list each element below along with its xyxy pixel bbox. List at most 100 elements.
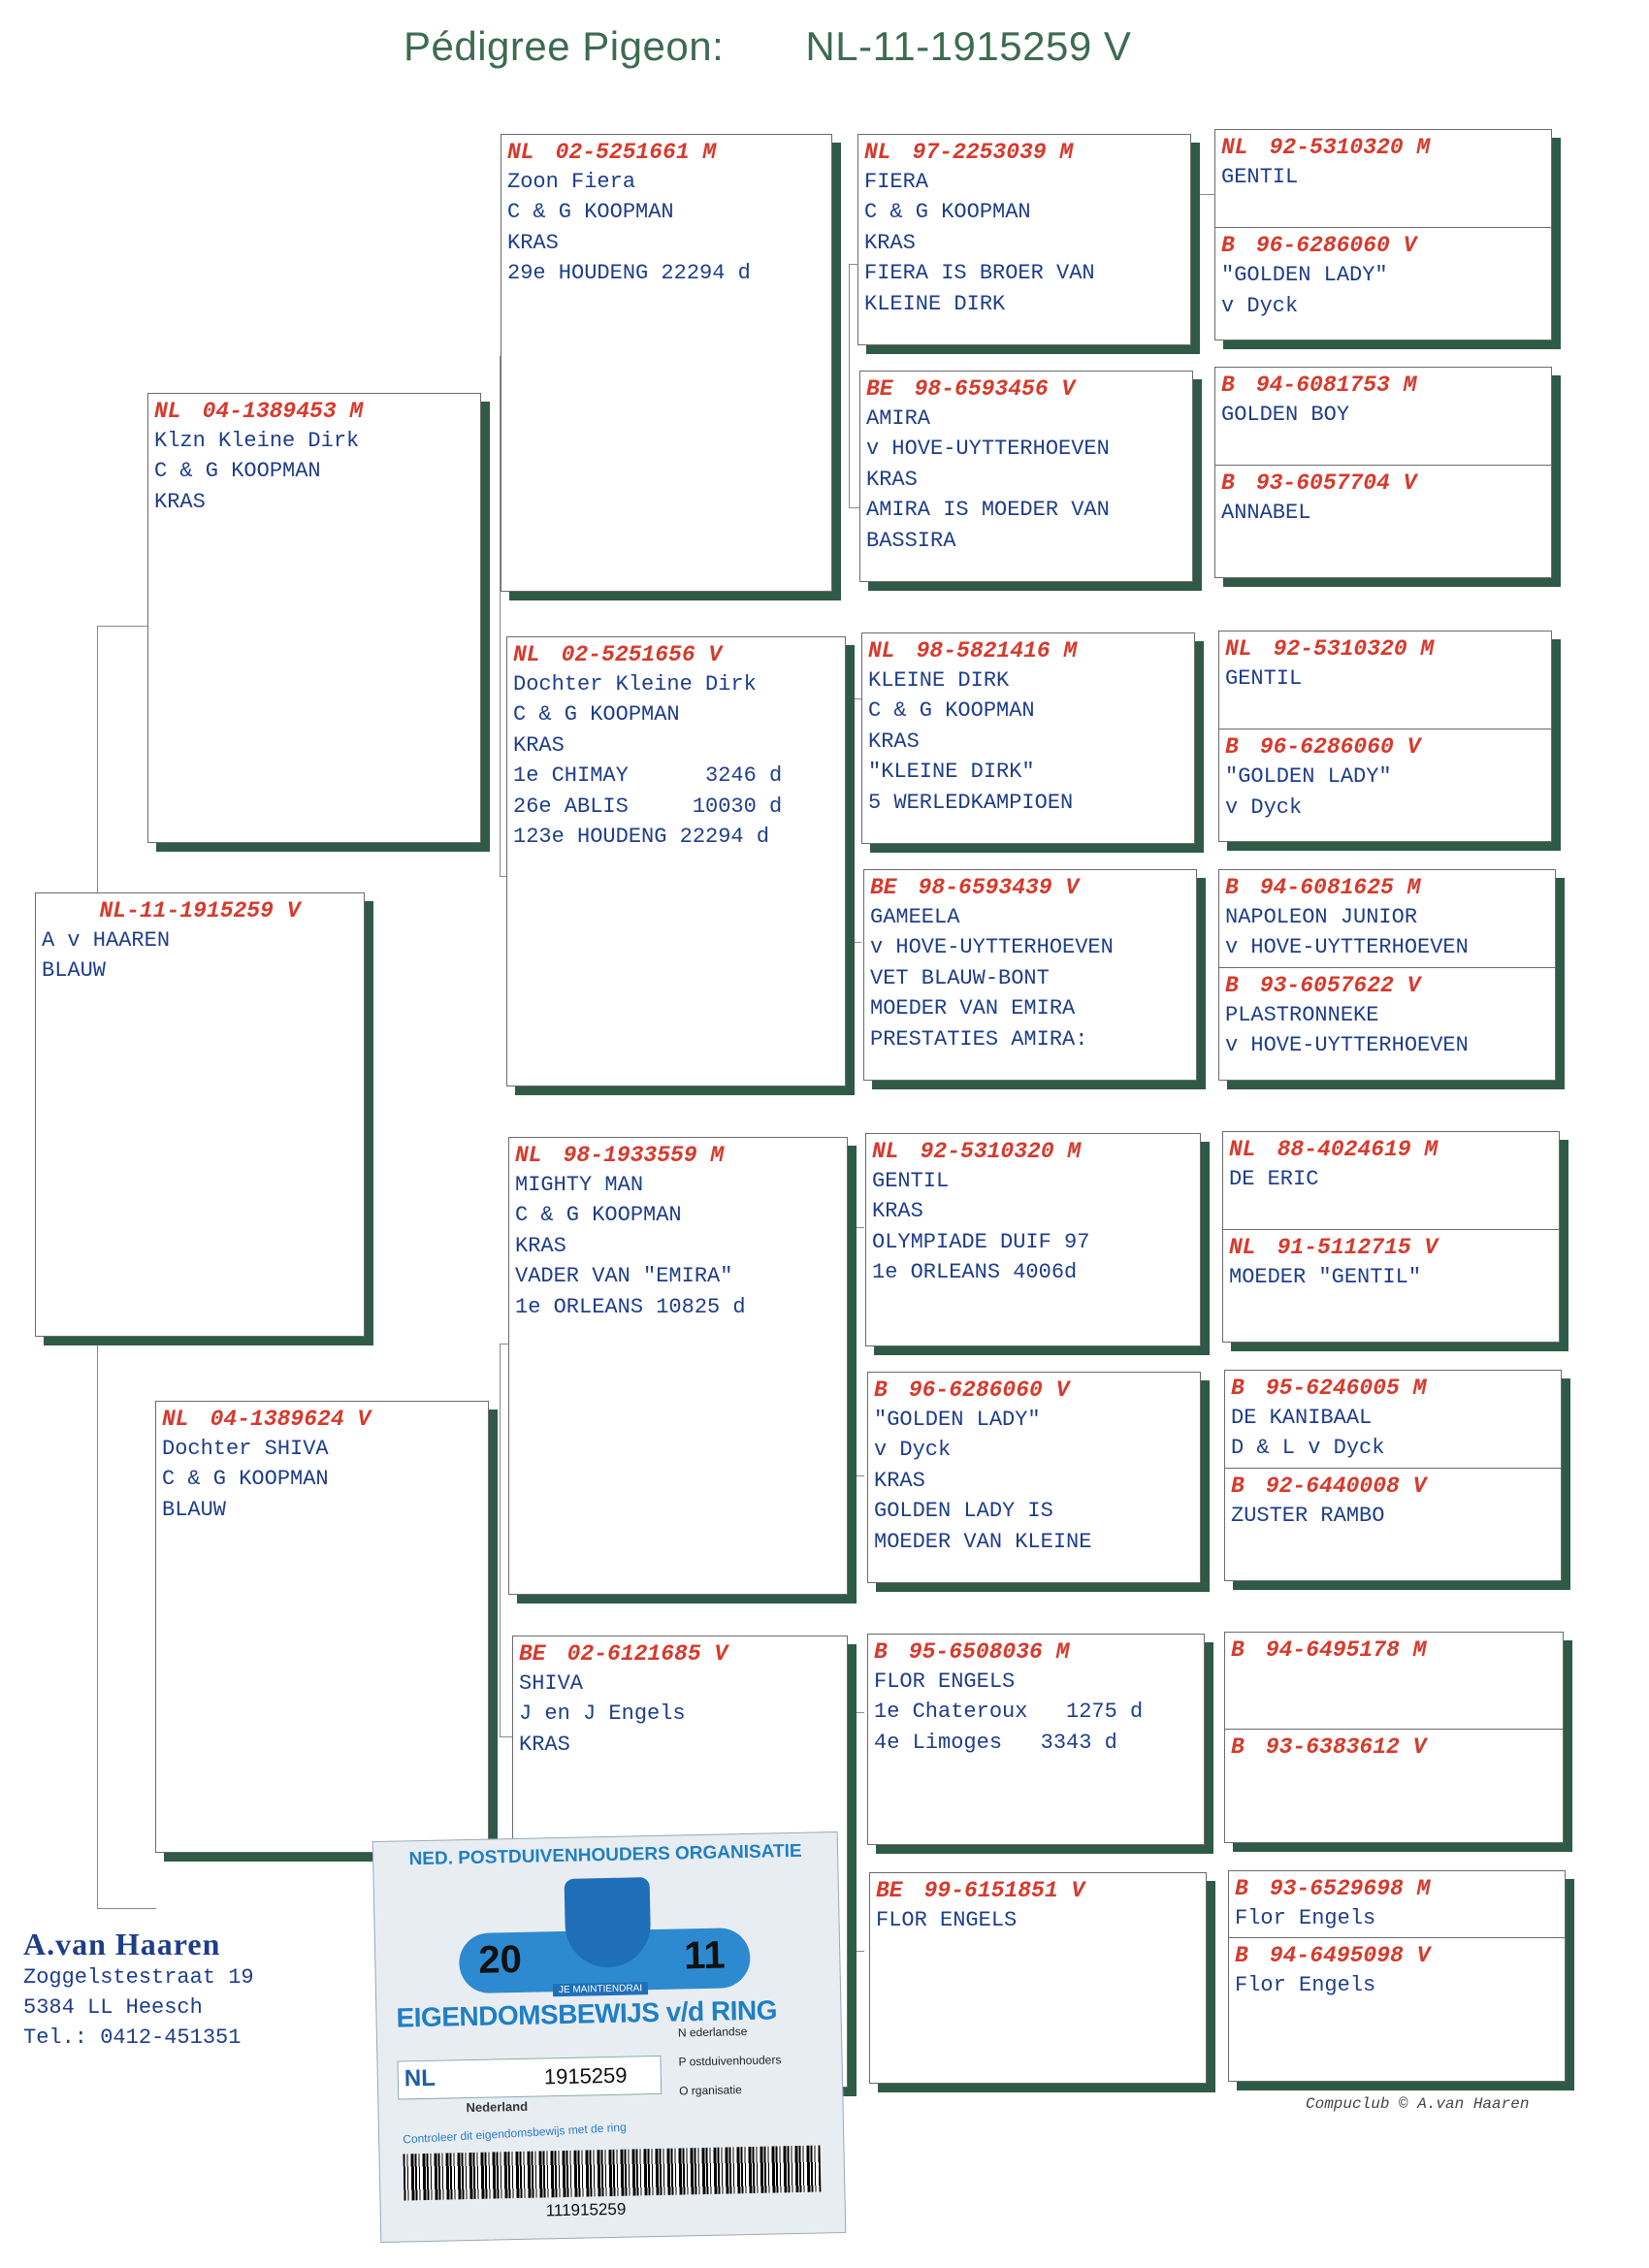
- card-line: KRAS: [507, 230, 559, 255]
- connector: [97, 1339, 156, 1909]
- ring-number-field: NL 1915259: [397, 2055, 663, 2100]
- card-line: "GOLDEN LADY": [874, 1407, 1041, 1432]
- barcode-icon: [403, 2145, 822, 2201]
- card-line: KRAS: [868, 729, 920, 754]
- card-line: NAPOLEON JUNIOR: [1225, 904, 1418, 929]
- card-country: NL: [1229, 1137, 1256, 1162]
- card-line: Flor Engels: [1235, 1973, 1376, 1997]
- card-ring: 94-6495098 V: [1269, 1943, 1431, 1969]
- card-divider: [1225, 1467, 1561, 1469]
- card-line: KRAS: [872, 1199, 923, 1224]
- card-divider: [1219, 966, 1555, 968]
- card-country: NL: [154, 399, 181, 424]
- card-line: 4e Limoges 3343 d: [874, 1730, 1117, 1755]
- card-line: ZUSTER RAMBO: [1231, 1503, 1385, 1528]
- card-line: C & G KOOPMAN: [864, 200, 1031, 225]
- footer-credit: Compuclub © A.van Haaren: [1306, 2095, 1530, 2113]
- owner-city: 5384 LL Heesch: [23, 1995, 203, 2020]
- card-ring: 92-5310320 M: [920, 1139, 1082, 1164]
- card-ring: 93-6529698 M: [1269, 1876, 1431, 1901]
- card-line: Zoon Fiera: [507, 169, 636, 194]
- card-line: DE ERIC: [1229, 1166, 1319, 1191]
- connector: [500, 1344, 512, 1737]
- card-line: 29e HOUDENG 22294 d: [507, 261, 751, 286]
- card-ring: 94-6081625 M: [1259, 875, 1421, 900]
- pedigree-card-self: NL-11-1915259 V A v HAAREN BLAUW: [35, 892, 365, 1337]
- card-line: 5 WERLEDKAMPIOEN: [868, 790, 1074, 815]
- card-ring: 98-6593439 V: [918, 875, 1080, 900]
- card-country: NL: [1225, 636, 1252, 662]
- card-line: GENTIL: [1221, 164, 1299, 189]
- barcode-number: 111915259: [545, 2199, 627, 2220]
- card-country-name: Nederland: [466, 2098, 529, 2116]
- card-ring: 93-6057622 V: [1259, 972, 1421, 998]
- year-right: 11: [683, 1933, 727, 1978]
- title-label: Pédigree Pigeon:: [404, 23, 725, 69]
- card-ring: 92-6440008 V: [1265, 1473, 1427, 1499]
- card-line: FIERA IS BROER VAN: [864, 261, 1095, 286]
- card-ring: 88-4024619 M: [1277, 1137, 1439, 1162]
- card-header: NL 02-5251656 V: [507, 637, 845, 669]
- card-line: Klzn Kleine Dirk: [154, 428, 360, 453]
- card-line: D & L v Dyck: [1231, 1436, 1385, 1461]
- owner-name: A.van Haaren: [23, 1927, 221, 1961]
- card-line: VET BLAUW-BONT: [870, 965, 1050, 990]
- card-line: 123e HOUDENG 22294 d: [513, 825, 770, 850]
- card-ring: NL-11-1915259 V: [99, 898, 301, 923]
- card-line: KRAS: [513, 732, 565, 758]
- owner-phone: Tel.: 0412-451351: [23, 2025, 242, 2050]
- year-left: 20: [477, 1937, 523, 1982]
- card-country: NL: [1221, 135, 1248, 160]
- card-country: B: [874, 1377, 888, 1403]
- card-country: NL: [162, 1407, 189, 1432]
- card-line: Flor Engels: [1235, 1905, 1376, 1930]
- card-line: C & G KOOPMAN: [154, 459, 321, 484]
- card-country: B: [1221, 373, 1235, 398]
- card-line: 1e ORLEANS 4006d: [872, 1260, 1078, 1285]
- card-ring: 97-2253039 M: [912, 140, 1074, 165]
- card-line: KRAS: [154, 489, 206, 514]
- card-line: 1e ORLEANS 10825 d: [515, 1294, 746, 1319]
- card-ring: 92-5310320 M: [1273, 636, 1435, 662]
- card-ring: 93-6383612 V: [1265, 1733, 1427, 1760]
- card-ring: 98-1933559 M: [563, 1143, 725, 1168]
- npo-logo: N ederlandse P ostduivenhouders O rganis…: [678, 2016, 783, 2105]
- card-line: BLAUW: [42, 958, 107, 984]
- card-line: v HOVE-UYTTERHOEVEN: [1225, 1033, 1469, 1057]
- connector: [849, 264, 861, 508]
- card-ring: 02-5251656 V: [561, 642, 723, 667]
- card-country: NL: [513, 642, 540, 667]
- card-line: "GOLDEN LADY": [1221, 263, 1388, 287]
- card-line: MOEDER VAN EMIRA: [870, 996, 1076, 1021]
- card-country: B: [1221, 233, 1235, 259]
- card-line: AMIRA IS MOEDER VAN: [866, 498, 1110, 523]
- card-ring: 99-6151851 V: [923, 1878, 1085, 1903]
- card-country: B: [874, 1639, 888, 1665]
- card-country: NL: [515, 1143, 542, 1168]
- card-country: B: [1235, 1876, 1248, 1901]
- card-line: ANNABEL: [1221, 501, 1311, 525]
- card-ring: 95-6508036 M: [908, 1639, 1070, 1665]
- card-line: SHIVA: [519, 1670, 584, 1696]
- card-line: C & G KOOPMAN: [513, 702, 680, 728]
- card-ring: 98-5821416 M: [916, 638, 1078, 664]
- card-line: KRAS: [515, 1233, 566, 1258]
- card-line: v Dyck: [1221, 293, 1299, 318]
